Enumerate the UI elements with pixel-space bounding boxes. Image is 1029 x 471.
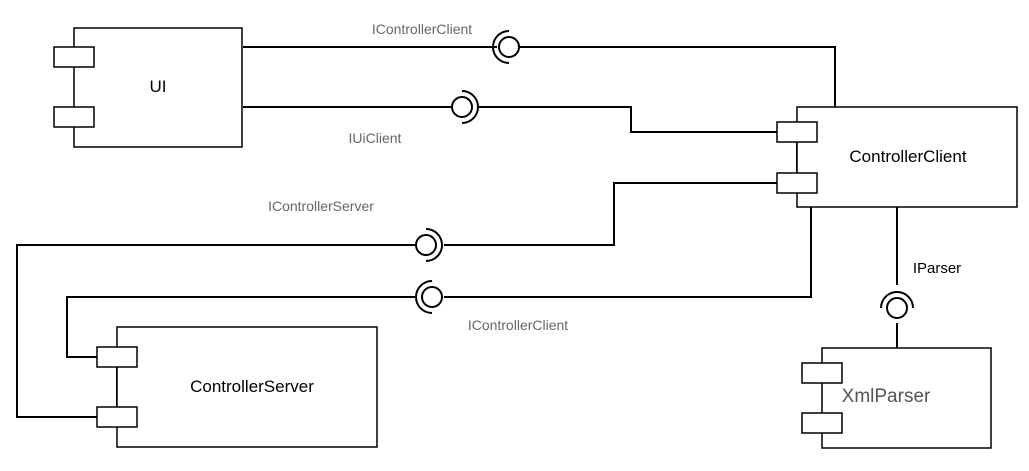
xml-parser-port-top — [801, 362, 843, 384]
interface-controller-server — [415, 228, 443, 262]
controller-client-top-ball-icon — [498, 36, 520, 58]
interface-controller-client-top — [492, 30, 520, 64]
controller-server-port-bottom — [96, 406, 138, 428]
controller-client-port-bottom — [776, 172, 818, 194]
parser-ball-icon — [886, 297, 908, 319]
controller-client-top-socket-icon — [492, 30, 510, 64]
controller-server-port-top — [96, 346, 138, 368]
ui-client-socket-icon — [461, 90, 479, 124]
interface-parser — [880, 291, 914, 319]
component-ui[interactable]: UI — [53, 27, 243, 148]
component-xml-parser[interactable]: XmlParser — [801, 347, 992, 449]
wire-controllerclient-to-controllerserver-iface — [444, 182, 777, 246]
ui-port-top — [53, 46, 95, 68]
parser-label: IParser — [913, 260, 961, 277]
wire-controllerclient-top-provided — [519, 46, 836, 107]
controller-client-top-label: IControllerClient — [372, 21, 472, 37]
controller-client-label: ControllerClient — [849, 147, 966, 166]
controller-client-box[interactable] — [796, 106, 1018, 208]
component-controller-client[interactable]: ControllerClient — [776, 106, 1018, 208]
controller-server-socket-icon — [425, 228, 443, 262]
component-controller-server[interactable]: ControllerServer — [96, 326, 378, 448]
controller-client-bottom-label: IControllerClient — [468, 317, 568, 333]
wire-uiclient-to-controllerclient — [477, 106, 777, 133]
ui-box[interactable] — [73, 27, 243, 148]
controller-server-label-text: IControllerServer — [268, 198, 374, 214]
xml-parser-label: XmlParser — [842, 386, 931, 407]
ui-client-label: IUiClient — [349, 130, 402, 146]
controller-client-bottom-ball-icon — [421, 286, 443, 308]
interface-controller-client-bottom — [415, 280, 443, 314]
ui-port-bottom — [53, 106, 95, 128]
wire-controllerserver-iface-to-server — [16, 244, 416, 418]
controller-server-box[interactable] — [116, 326, 378, 448]
wire-controllerclient-to-bottom-iface — [444, 207, 812, 298]
ui-client-ball-icon — [451, 96, 473, 118]
xml-parser-box[interactable] — [821, 347, 992, 449]
controller-client-bottom-socket-icon — [415, 280, 433, 314]
interface-ui-client — [451, 90, 479, 124]
controller-server-label: ControllerServer — [190, 377, 314, 396]
controller-server-ball-icon — [415, 234, 437, 256]
wire-bottom-iface-to-server — [66, 296, 416, 358]
controller-client-port-top — [776, 121, 818, 143]
parser-socket-icon — [880, 291, 914, 309]
xml-parser-port-bottom — [801, 412, 843, 434]
ui-label: UI — [150, 77, 167, 96]
